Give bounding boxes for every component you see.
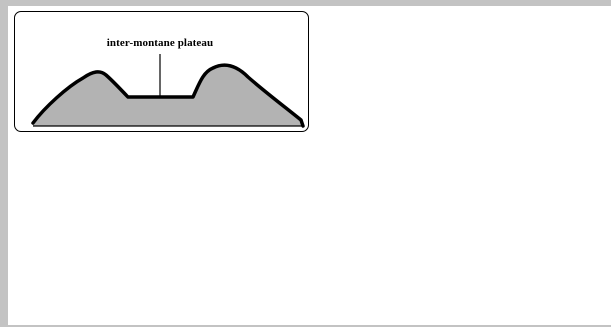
landform-fill xyxy=(33,65,303,126)
landform-drawing xyxy=(31,54,305,128)
page-canvas: inter-montane plateau xyxy=(8,6,611,325)
landform-outline xyxy=(31,63,305,128)
plateau-label: inter-montane plateau xyxy=(106,37,214,49)
plateau-diagram: inter-montane plateau xyxy=(14,11,309,132)
